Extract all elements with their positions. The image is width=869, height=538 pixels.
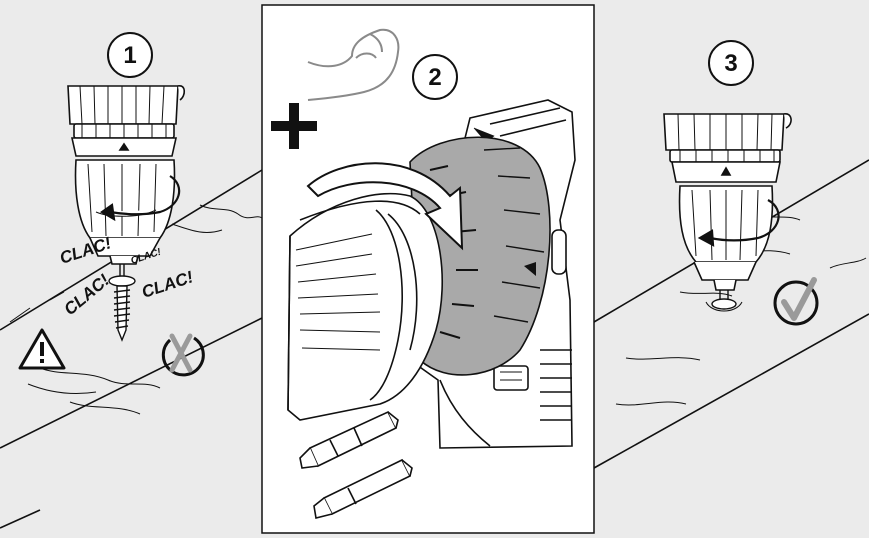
step-2-number: 2 (428, 64, 441, 91)
screwdriver-bit-phillips (299, 410, 399, 469)
cross-in-circle-icon (161, 333, 205, 377)
step-1-number-badge: 1 (107, 32, 153, 78)
sound-clac-3: CLAC! (139, 267, 195, 302)
step-1-panel: 1 CLAC! (0, 32, 263, 529)
sound-clac-1: CLAC! (57, 233, 113, 268)
step-3-panel: 3 (593, 40, 869, 469)
plus-icon (271, 103, 317, 149)
screw-left (108, 264, 136, 342)
screw-right (705, 290, 743, 312)
screwdriver-bit-flat (313, 458, 413, 519)
step-3-number-badge: 3 (708, 40, 754, 86)
drill-chuck-left (67, 85, 186, 265)
step-3-number: 3 (724, 50, 737, 77)
warning-triangle-icon (18, 328, 66, 370)
flexed-arm-icon (307, 28, 400, 101)
rotation-arrow-left (99, 175, 181, 222)
step-2-panel: 2 (261, 4, 595, 534)
drill-chuck-right (663, 113, 792, 291)
check-in-circle-icon (773, 277, 819, 326)
drill-chuck-center (287, 192, 444, 421)
rotation-arrow-right (697, 199, 780, 247)
step-2-number-badge: 2 (412, 54, 458, 100)
step-1-number: 1 (123, 42, 136, 69)
rotation-arrow-center (306, 162, 464, 251)
